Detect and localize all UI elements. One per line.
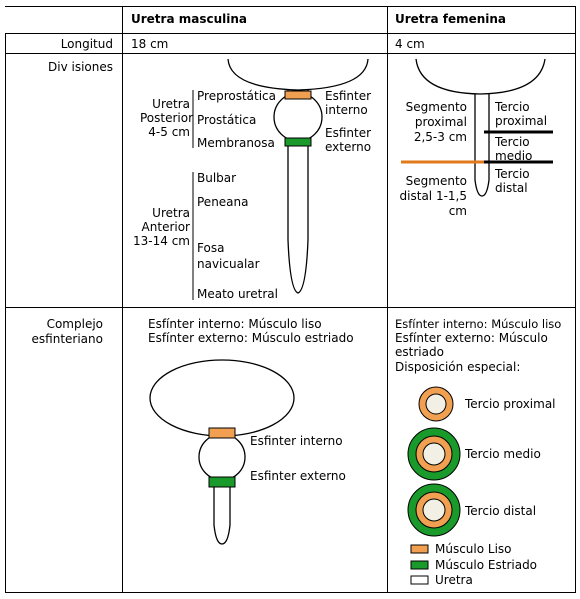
label-preprostatica: Preprostática: [197, 89, 277, 103]
male-complex-line1: Esfínter interno: Músculo liso: [148, 317, 322, 331]
border-right: [575, 6, 576, 593]
male-complex-esfinter-interno: Esfinter interno: [250, 434, 343, 448]
striated-sphincter-complex: [208, 476, 236, 488]
female-tercio-medio-label: Tercio medio: [465, 447, 541, 461]
bladder-male-top: [227, 58, 369, 91]
label-prostatica: Prostática: [197, 113, 257, 127]
male-division-diagram: [192, 58, 369, 300]
tercio-distal-lumen: [422, 498, 446, 522]
female-division-diagram: [401, 58, 553, 197]
male-complex-diagram: [149, 359, 295, 545]
label-tercio-distal: Tercio distal: [495, 167, 530, 195]
label-bulbar: Bulbar: [197, 171, 237, 185]
male-complex-urethra: [213, 487, 231, 545]
divisions-label: Div isiones: [48, 60, 113, 74]
smooth-sphincter-complex: [208, 427, 236, 439]
male-complex-esfinter-externo: Esfinter externo: [250, 469, 346, 483]
bladder-female-top: [415, 58, 546, 95]
legend-swatch-uretra: [410, 575, 429, 585]
label-membranosa: Membranosa: [197, 136, 275, 150]
female-tercio-proximal-label: Tercio proximal: [465, 397, 556, 411]
female-urethra: [474, 94, 490, 197]
header-female: Uretra femenina: [395, 12, 507, 26]
smooth-sphincter-male: [284, 90, 312, 100]
label-tercio-medio: Tercio medio: [495, 135, 533, 163]
border-left: [5, 33, 6, 593]
border-bottom: [5, 592, 576, 593]
female-complex-line1: Esfínter interno: Músculo liso: [395, 317, 562, 331]
tercio-proximal-lumen: [425, 393, 447, 415]
border-col1: [122, 6, 123, 593]
label-segmento-distal: Segmento distal 1-1,5 cm: [399, 174, 467, 218]
tercio-medio-lumen: [422, 442, 446, 466]
prostate-complex-male: [198, 433, 246, 481]
female-complex-line3: Disposición especial:: [395, 360, 521, 374]
male-penile-urethra: [287, 146, 309, 294]
complex-label: Complejo esfinteriano: [31, 317, 103, 346]
prostate-male: [273, 92, 323, 142]
label-tercio-proximal: Tercio proximal: [495, 100, 548, 128]
legend-label-uretra: Uretra: [435, 573, 473, 587]
label-peneana: Peneana: [197, 195, 249, 209]
legend-swatch-estriado: [410, 560, 429, 570]
striated-sphincter-male: [284, 137, 312, 147]
length-female: 4 cm: [395, 37, 425, 51]
border-row3: [5, 307, 576, 308]
label-uretra-anterior: Uretra Anterior 13-14 cm: [133, 206, 190, 248]
border-top: [5, 6, 576, 7]
female-complex-line2: Esfínter externo: Músculo estriado: [395, 331, 548, 359]
header-male: Uretra masculina: [131, 12, 247, 26]
label-uretra-posterior: Uretra Posterior 4-5 cm: [140, 97, 194, 139]
border-row1: [5, 33, 576, 34]
label-esfinter-interno: Esfinter interno: [325, 89, 372, 117]
bladder-male-full: [149, 359, 295, 437]
female-cross-sections: [407, 386, 461, 537]
legend-swatch-liso: [410, 544, 429, 554]
legend-label-estriado: Músculo Estriado: [435, 558, 538, 572]
length-male: 18 cm: [131, 37, 169, 51]
length-label: Longitud: [60, 37, 113, 51]
label-segmento-proximal: Segmento proximal 2,5-3 cm: [405, 100, 467, 144]
male-complex-line2: Esfínter externo: Músculo estriado: [148, 331, 354, 345]
legend-label-liso: Músculo Liso: [435, 542, 512, 556]
border-col2: [387, 6, 388, 593]
border-row2: [5, 53, 576, 54]
female-tercio-distal-label: Tercio distal: [465, 504, 537, 518]
label-esfinter-externo: Esfinter externo: [325, 126, 372, 154]
label-meato: Meato uretral: [197, 287, 278, 301]
label-fosa-navicular: Fosa navicualar: [197, 241, 260, 271]
